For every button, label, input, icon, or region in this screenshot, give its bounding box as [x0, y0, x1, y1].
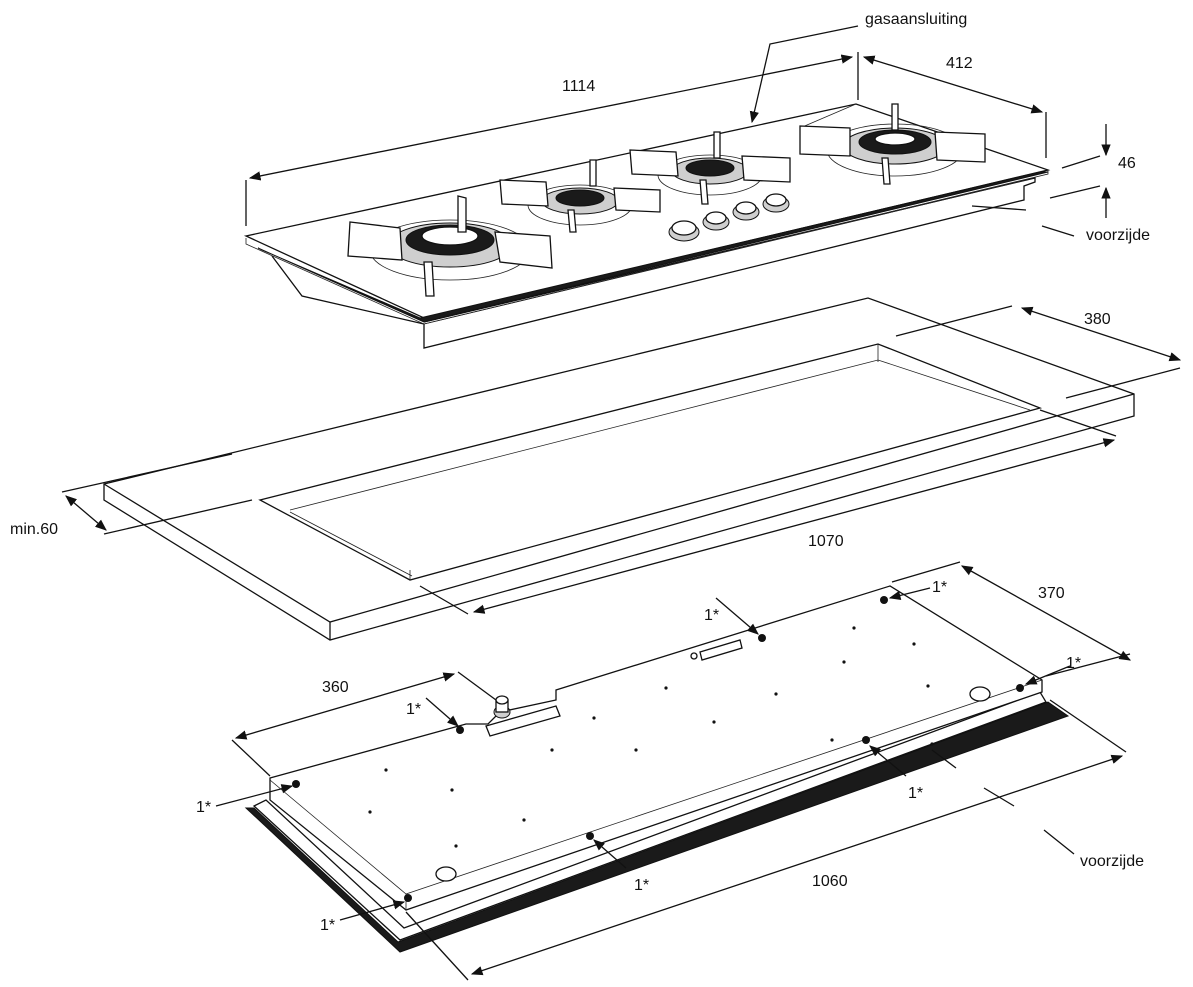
clearance-label: 1*: [1066, 655, 1081, 672]
frame-depth-label: 370: [1038, 585, 1065, 602]
burner-large-left: [347, 195, 553, 297]
mounting-frame: [244, 585, 1070, 953]
gas-connection-label: gasaansluiting: [865, 11, 967, 28]
burner-medium-left: [499, 159, 661, 233]
front-side-top-label: voorzijde: [1086, 227, 1150, 244]
cutout-width-label: 1070: [808, 533, 844, 550]
hob-height-label: 46: [1118, 155, 1136, 172]
cutout-dimensions: [61, 305, 1182, 615]
clearance-label: 1*: [406, 701, 421, 718]
countertop: [103, 297, 1135, 641]
clearance-label: 1*: [704, 607, 719, 624]
clearance-label: 1*: [196, 799, 211, 816]
gas-connector: [485, 695, 561, 737]
control-knobs: [668, 193, 790, 242]
hob-depth-label: 412: [946, 55, 973, 72]
min-edge-label: min.60: [10, 521, 58, 538]
frame-dimensions: [215, 561, 1132, 981]
clearance-label: 1*: [634, 877, 649, 894]
frame-width-label: 1060: [812, 873, 848, 890]
clearance-label: 1*: [932, 579, 947, 596]
gas-hob: [243, 103, 1051, 349]
clearance-label: 1*: [908, 785, 923, 802]
cutout-depth-label: 380: [1084, 311, 1111, 328]
hob-dimensions: [245, 25, 1111, 237]
hob-width-label: 1114: [562, 78, 595, 95]
front-side-bottom-label: voorzijde: [1080, 853, 1144, 870]
frame-depth-alt-label: 360: [322, 679, 349, 696]
clearance-label: 1*: [320, 917, 335, 934]
